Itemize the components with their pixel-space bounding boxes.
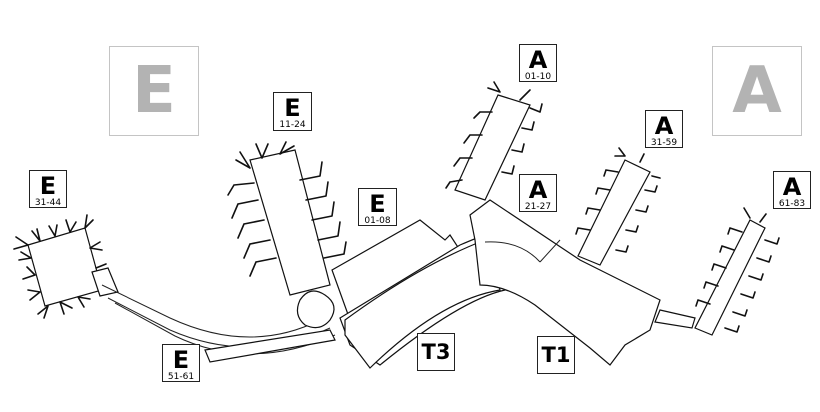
pier-a-31-59 [575, 147, 661, 266]
gate-label-a-01-10[interactable]: A 01-10 [519, 44, 557, 82]
pier-e-51-61 [204, 329, 336, 363]
terminal-t3-main [344, 239, 501, 369]
gate-range: 01-08 [364, 216, 391, 226]
satellite-e-31-44 [13, 214, 119, 319]
gate-label-e-51-61[interactable]: E 51-61 [162, 344, 200, 382]
concourse-a-letter: A [732, 54, 782, 128]
pier-a-61-83 [654, 207, 780, 336]
gate-letter: E [172, 346, 190, 374]
pier-e-11-24 [227, 141, 347, 296]
gate-range: 21-27 [524, 202, 552, 212]
gate-label-a-21-27[interactable]: A 21-27 [519, 174, 557, 212]
terminal-label-t1[interactable]: T1 [537, 336, 575, 374]
pier-a-01-10 [445, 81, 543, 201]
gate-label-e-11-24[interactable]: E 11-24 [273, 92, 312, 131]
terminal-t1-text: T1 [541, 343, 571, 367]
gate-letter: A [528, 46, 548, 74]
concourse-e-watermark: E [109, 46, 199, 136]
gate-label-a-31-59[interactable]: A 31-59 [645, 110, 683, 148]
concourse-a-watermark: A [712, 46, 802, 136]
terminal-t1 [469, 199, 661, 366]
gate-label-a-61-83[interactable]: A 61-83 [773, 171, 811, 209]
gate-letter: A [528, 176, 548, 204]
gate-range: 31-44 [34, 198, 62, 208]
gate-letter: E [284, 94, 301, 122]
central-hub [296, 219, 466, 329]
gate-range: 31-59 [650, 138, 678, 148]
gate-label-e-31-44[interactable]: E 31-44 [29, 170, 67, 208]
gate-letter: E [369, 190, 386, 218]
gate-range: 11-24 [279, 120, 306, 130]
terminal-label-t3[interactable]: T3 [417, 333, 455, 371]
gate-label-e-01-08[interactable]: E 01-08 [358, 188, 397, 226]
gate-letter: E [39, 172, 57, 200]
terminal-t3-text: T3 [421, 340, 451, 364]
gate-range: 01-10 [524, 72, 552, 82]
gate-range: 51-61 [167, 372, 195, 382]
gate-letter: A [782, 173, 802, 201]
gate-letter: A [654, 112, 674, 140]
gate-range: 61-83 [778, 199, 806, 209]
concourse-e-letter: E [132, 54, 176, 128]
